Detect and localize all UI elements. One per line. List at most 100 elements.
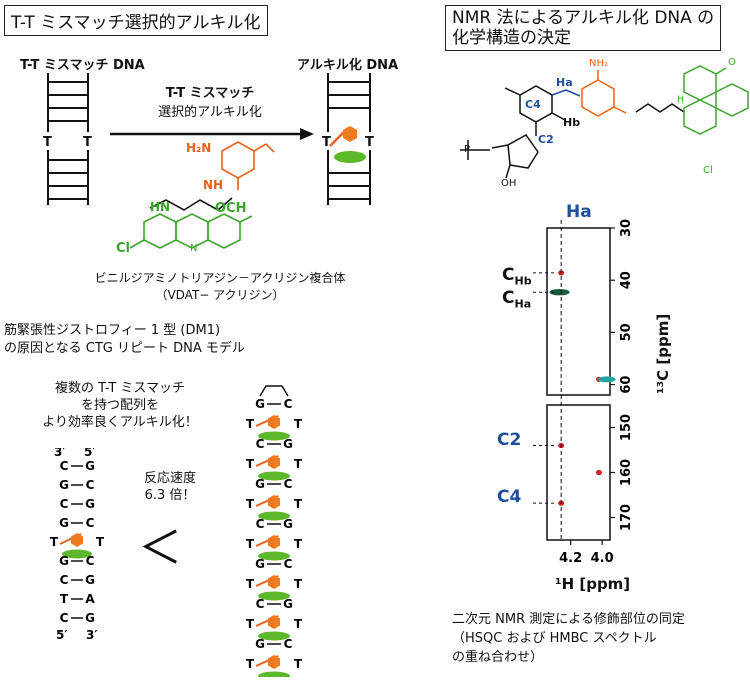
acridine-disc — [258, 591, 290, 601]
acridine-disc — [62, 549, 92, 559]
model-line1: 筋緊張性ジストロフィー 1 型 (DM1) — [4, 323, 221, 338]
struct-c2: C2 — [538, 133, 554, 146]
hairpin-loop — [259, 385, 289, 397]
reagent-name-line2: （VDAT− アクリジン） — [155, 288, 285, 302]
triazine-hexagon — [268, 535, 280, 549]
caption-line2: （HSQC および HMBC スペクトル — [452, 631, 657, 646]
struct-hb: Hb — [563, 116, 581, 129]
seq-end-bottom-left: 5′ — [252, 675, 264, 677]
triazine-hexagon — [268, 495, 280, 509]
dna-right-label: アルキル化 DNA — [297, 58, 399, 73]
base-right: G — [283, 597, 293, 611]
base-left: C — [60, 497, 69, 511]
triazine-hexagon — [268, 575, 280, 589]
y-tick-label: 40 — [619, 271, 634, 289]
acridine-disc — [258, 471, 290, 481]
dna-left-label: T-T ミスマッチ DNA — [20, 58, 145, 73]
triazine-hexagon — [268, 615, 280, 629]
base-left: C — [256, 437, 265, 451]
base-left: C — [60, 459, 69, 473]
caption-line3: の重ね合わせ） — [452, 650, 544, 665]
seq-end-bottom-right: 3′ — [284, 675, 296, 677]
base-right: C — [284, 397, 293, 411]
model-line2: の原因となる CTG リピート DNA モデル — [4, 341, 245, 356]
struct-p: P — [464, 144, 471, 155]
nmr-peak — [549, 288, 570, 296]
base-left: T — [246, 497, 255, 511]
arrow-label: T-T ミスマッチ 選択的アルキル化 — [150, 82, 270, 120]
y-tick-label: 170 — [619, 504, 634, 531]
struct-c4: C4 — [525, 98, 541, 111]
dna-ladder-left — [47, 73, 89, 205]
base-left: T — [246, 617, 255, 631]
reagent-name-line1: ビニルジアミノトリアジン－アクリジン複合体 — [94, 271, 346, 285]
multi-mismatch-note: 複数の T-T ミスマッチ を持つ配列を より効率良くアルキル化！ — [20, 380, 220, 431]
right-title-line1: NMR 法によるアルキル化 DNA の — [452, 8, 715, 28]
multi-line3: より効率良くアルキル化！ — [42, 415, 198, 430]
arrow-label-line1: T-T ミスマッチ — [165, 86, 255, 101]
nmr-panel-frame — [546, 227, 611, 396]
left-title: T-T ミスマッチ選択的アルキル化 — [4, 5, 268, 36]
c4-label-text: C4 — [497, 487, 522, 507]
c2-label: C2 — [497, 430, 521, 450]
struct-oh: OH — [501, 178, 517, 189]
struct-cl: Cl — [703, 165, 713, 176]
base-right: A — [85, 592, 95, 606]
base-right: G — [283, 517, 293, 531]
nmr-caption: 二次元 NMR 測定による修飾部位の同定 （HSQC および HMBC スペクト… — [452, 610, 685, 667]
mol-hn: HN — [150, 200, 171, 214]
y-tick-label: 150 — [619, 414, 634, 441]
mol-nh: NH — [203, 178, 224, 192]
right-title: NMR 法によるアルキル化 DNA の 化学構造の決定 — [445, 5, 722, 51]
cha-label-c: C — [502, 288, 515, 308]
ha-column-label-text: Ha — [566, 202, 592, 222]
base-right: C — [284, 477, 293, 491]
chb-label-c: C — [502, 265, 515, 285]
struct-ha-text: Ha — [556, 76, 573, 89]
x-axis-label: ¹H [ppm] — [555, 575, 631, 593]
base-right: T — [294, 617, 303, 631]
long-sequence: GCTTCGTTGCTTCGTTGCTTCGTTGCTT5′3′ — [230, 382, 330, 677]
y-tick-label: 160 — [619, 459, 634, 486]
struct-c2-text: C2 — [538, 133, 554, 146]
arrow-head — [300, 128, 314, 140]
x-tick-label: 4.2 — [559, 551, 582, 566]
acridine-disc — [258, 551, 290, 561]
base-right: C — [284, 637, 293, 651]
base-left: G — [255, 637, 265, 651]
base-left: T — [50, 535, 59, 549]
mol-n: N — [190, 243, 198, 254]
base-left: G — [59, 516, 69, 530]
triazine-hexagon — [268, 655, 280, 669]
base-right: T — [294, 457, 303, 471]
triazine-hexagon — [268, 455, 280, 469]
sequence-svg: GCTTCGTTGCTTCGTTGCTTCGTTGCTT5′3′ — [246, 385, 303, 677]
struct-nh2: NH₂ — [589, 58, 609, 69]
seq-end-bottom-left: 5′ — [56, 628, 68, 642]
struct-ha: Ha — [556, 76, 573, 89]
caption-line1: 二次元 NMR 測定による修飾部位の同定 — [452, 612, 685, 627]
struct-ome: O — [728, 57, 736, 68]
chb-label: CHb — [502, 265, 532, 287]
y-tick-label: 30 — [619, 219, 634, 237]
base-left: T — [246, 457, 255, 471]
cha-label-sub: Ha — [514, 297, 532, 311]
base-right: G — [85, 459, 95, 473]
mol-och: OCH — [215, 201, 247, 216]
x-tick-label: 4.0 — [591, 551, 614, 566]
dna-ladder-right — [327, 73, 371, 205]
base-right: T — [294, 537, 303, 551]
base-left: G — [255, 397, 265, 411]
cha-label: CHa — [502, 288, 531, 310]
y-tick-label: 60 — [619, 376, 634, 394]
base-right: G — [85, 497, 95, 511]
base-left: C — [60, 573, 69, 587]
struct-h: H — [677, 95, 684, 105]
rate-note: 反応速度 6.3 倍！ — [120, 470, 220, 504]
triazine-hexagon — [71, 533, 83, 547]
base-right: C — [86, 554, 95, 568]
